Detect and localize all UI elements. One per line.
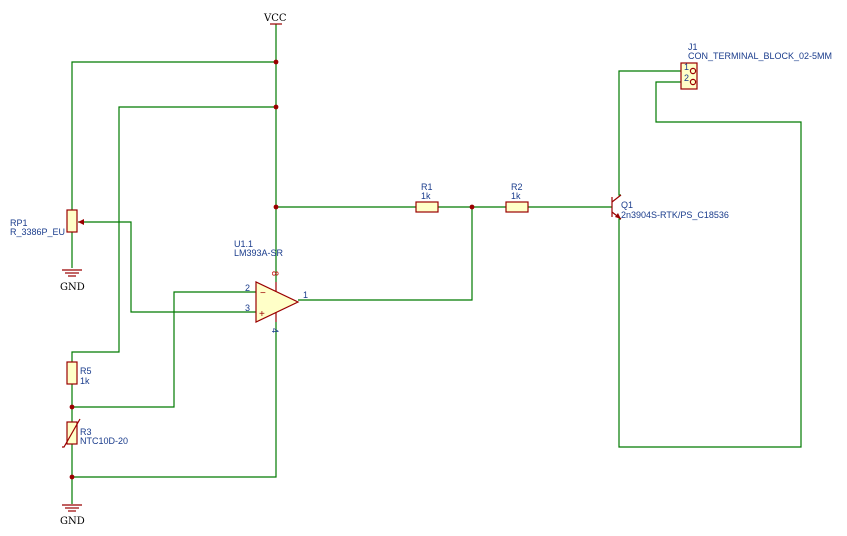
q1-emitter-arrow <box>615 213 621 219</box>
u1-triangle <box>255 281 300 323</box>
u1-plus-sign: + <box>259 309 265 320</box>
gnd-symbol-bottom: GND <box>60 504 85 527</box>
comparator-u1[interactable]: − + 2 3 1 8 4 U1.1 LM393A-SR <box>234 239 308 333</box>
u1-pin-minus: 2 <box>245 283 250 293</box>
wire-q1-collector-to-j1 <box>618 70 684 196</box>
resistor-r5[interactable]: R5 1k <box>66 361 92 386</box>
transistor-q1[interactable]: Q1 2n3904S-RTK/PS_C18536 <box>611 194 729 220</box>
u1-pin-out: 1 <box>303 290 308 300</box>
wire-rp1-wiper-to-plus <box>78 221 256 313</box>
potentiometer-rp1[interactable]: RP1 R_3386P_EU <box>10 209 84 237</box>
junction-dot <box>69 474 75 480</box>
thermistor-r3[interactable]: R3 NTC10D-20 <box>62 418 128 448</box>
wires <box>71 24 802 504</box>
wire-opamp-gnd <box>72 322 277 478</box>
r2-ref: R2 <box>511 182 523 192</box>
r3-value: NTC10D-20 <box>80 436 128 446</box>
r5-value: 1k <box>80 376 90 386</box>
r5-body <box>66 361 78 385</box>
rp1-ref: RP1 <box>10 218 28 228</box>
j1-value: CON_TERMINAL_BLOCK_02-5MM <box>688 51 832 61</box>
wire-vcc-to-r5 <box>71 106 276 362</box>
r1-value: 1k <box>421 191 431 201</box>
r2-value: 1k <box>511 191 521 201</box>
wire-q1-emitter-to-j1 <box>618 81 802 448</box>
u1-pin-gnd: 4 <box>270 328 280 333</box>
j1-pin-2: 2 <box>684 73 689 83</box>
j1-pin-1: 1 <box>684 62 689 72</box>
vcc-label: VCC <box>263 13 287 24</box>
u1-pin-vcc: 8 <box>270 271 280 276</box>
junctions <box>69 59 475 480</box>
junction-dot <box>273 104 279 110</box>
junction-dot <box>69 404 75 410</box>
gnd-label-top: GND <box>60 282 85 293</box>
q1-value: 2n3904S-RTK/PS_C18536 <box>621 210 729 220</box>
gnd-label-bottom: GND <box>60 516 85 527</box>
resistor-r2[interactable]: R2 1k <box>505 182 529 213</box>
rp1-body <box>66 209 78 233</box>
q1-collector <box>611 194 622 203</box>
resistor-r1[interactable]: R1 1k <box>415 182 439 213</box>
r1-body <box>415 201 439 213</box>
r5-ref: R5 <box>80 366 92 376</box>
u1-value: LM393A-SR <box>234 248 284 258</box>
j1-body <box>680 62 698 90</box>
junction-dot <box>273 59 279 65</box>
r1-ref: R1 <box>421 182 433 192</box>
r3-ntc-slash <box>62 418 81 448</box>
wire-vcc-to-rp1 <box>71 61 276 210</box>
gnd-symbol-top: GND <box>60 269 85 293</box>
junction-dot <box>469 204 475 210</box>
r3-ref: R3 <box>80 427 92 437</box>
wire-divider-to-minus <box>72 291 256 408</box>
q1-ref: Q1 <box>621 200 633 210</box>
j1-terminal-1 <box>689 67 697 75</box>
j1-ref: J1 <box>688 42 698 52</box>
r2-body <box>505 201 529 213</box>
u1-ref: U1.1 <box>234 239 253 249</box>
connector-j1[interactable]: 1 2 J1 CON_TERMINAL_BLOCK_02-5MM <box>680 42 832 90</box>
u1-pin-plus: 3 <box>245 303 250 313</box>
rp1-value: R_3386P_EU <box>10 227 65 237</box>
u1-minus-sign: − <box>260 288 266 299</box>
wire-opamp-output <box>298 207 473 301</box>
junction-dot <box>273 204 279 210</box>
rp1-wiper-arrow <box>78 219 84 225</box>
vcc-power-symbol: VCC <box>263 13 287 25</box>
j1-terminal-2 <box>689 78 697 86</box>
